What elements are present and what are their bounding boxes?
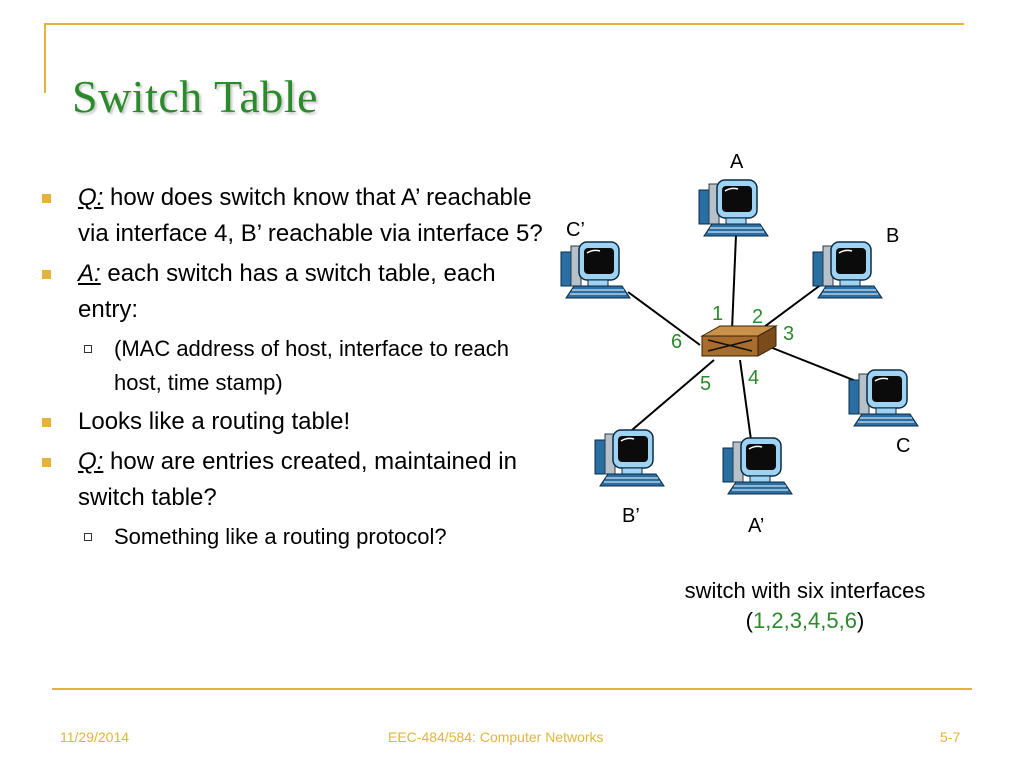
bullet-q2: Q: how are entries created, maintained i… [40, 444, 560, 516]
host-label-C-prime: C’ [566, 219, 585, 241]
port-label-1: 1 [712, 303, 723, 325]
sub-bullet-entry: (MAC address of host, interface to reach… [40, 332, 560, 400]
host-C-prime-computer-icon [560, 241, 631, 299]
links [627, 234, 867, 441]
bullet-routing-table: Looks like a routing table! [40, 404, 560, 440]
link-3-to-C [769, 346, 867, 386]
bullet-text: how are entries created, maintained in s… [78, 448, 517, 511]
caption-port-list: 1,2,3,4,5,6 [753, 608, 857, 633]
footer-page-number: 5-7 [940, 729, 961, 745]
caption-close-paren: ) [856, 608, 865, 633]
bullet-marker [42, 270, 51, 279]
host-A-computer-icon [698, 179, 769, 237]
link-2-to-B [759, 277, 831, 331]
sub-bullet-text: Something like a routing protocol? [114, 524, 447, 549]
frame-top-line [44, 23, 964, 25]
host-B-prime-computer-icon [594, 429, 665, 487]
host-label-A-prime: A’ [748, 515, 764, 537]
host-label-C: C [896, 435, 910, 457]
link-4-to-A-prime [739, 359, 752, 441]
port-label-4: 4 [748, 367, 759, 389]
caption-line-2: (1,2,3,4,5,6) [640, 606, 970, 636]
question-prefix: Q: [78, 448, 104, 475]
bullet-q1: Q: how does switch know that A’ reachabl… [40, 180, 560, 252]
port-label-5: 5 [700, 373, 711, 395]
bullet-text: each switch has a switch table, each ent… [78, 260, 496, 323]
port-label-2: 2 [752, 306, 763, 328]
bullet-text: how does switch know that A’ reachable v… [78, 184, 543, 247]
bullet-text: Looks like a routing table! [78, 408, 351, 435]
port-label-6: 6 [671, 331, 682, 353]
sub-bullet-text: (MAC address of host, interface to reach… [114, 336, 509, 395]
bullet-marker [42, 418, 51, 427]
bullet-marker [42, 458, 51, 467]
host-label-B-prime: B’ [622, 505, 640, 527]
caption-open-paren: ( [745, 608, 753, 633]
footer-divider [52, 688, 972, 690]
host-C-computer-icon [848, 369, 919, 427]
sub-bullet-marker [84, 345, 92, 353]
sub-bullet-marker [84, 533, 92, 541]
host-label-A: A [730, 151, 744, 173]
host-label-B: B [886, 225, 899, 247]
footer-date: 11/29/2014 [60, 729, 130, 745]
host-A-prime-computer-icon [722, 437, 793, 495]
switch-device [700, 325, 778, 357]
sub-bullet-protocol: Something like a routing protocol? [40, 520, 560, 554]
slide-title: Switch Table [72, 71, 318, 122]
host-B-computer-icon [812, 241, 883, 299]
question-prefix: Q: [78, 184, 104, 211]
bullet-marker [42, 194, 51, 203]
link-5-to-B-prime [631, 359, 715, 431]
footer-course: EEC-484/584: Computer Networks [388, 729, 604, 745]
port-label-3: 3 [783, 323, 794, 345]
frame-left-line [44, 23, 46, 93]
link-1-to-A [731, 234, 737, 331]
link-6-to-C-prime [627, 291, 701, 346]
bullet-a1: A: each switch has a switch table, each … [40, 256, 560, 328]
answer-prefix: A: [78, 260, 101, 287]
bullet-list: Q: how does switch know that A’ reachabl… [40, 180, 560, 554]
switch-network-diagram: A B C A’ B’ C’ 1 2 3 4 5 6 [560, 151, 919, 537]
caption-line-1: switch with six interfaces [684, 578, 926, 603]
diagram-caption: switch with six interfaces (1,2,3,4,5,6) [640, 576, 970, 636]
